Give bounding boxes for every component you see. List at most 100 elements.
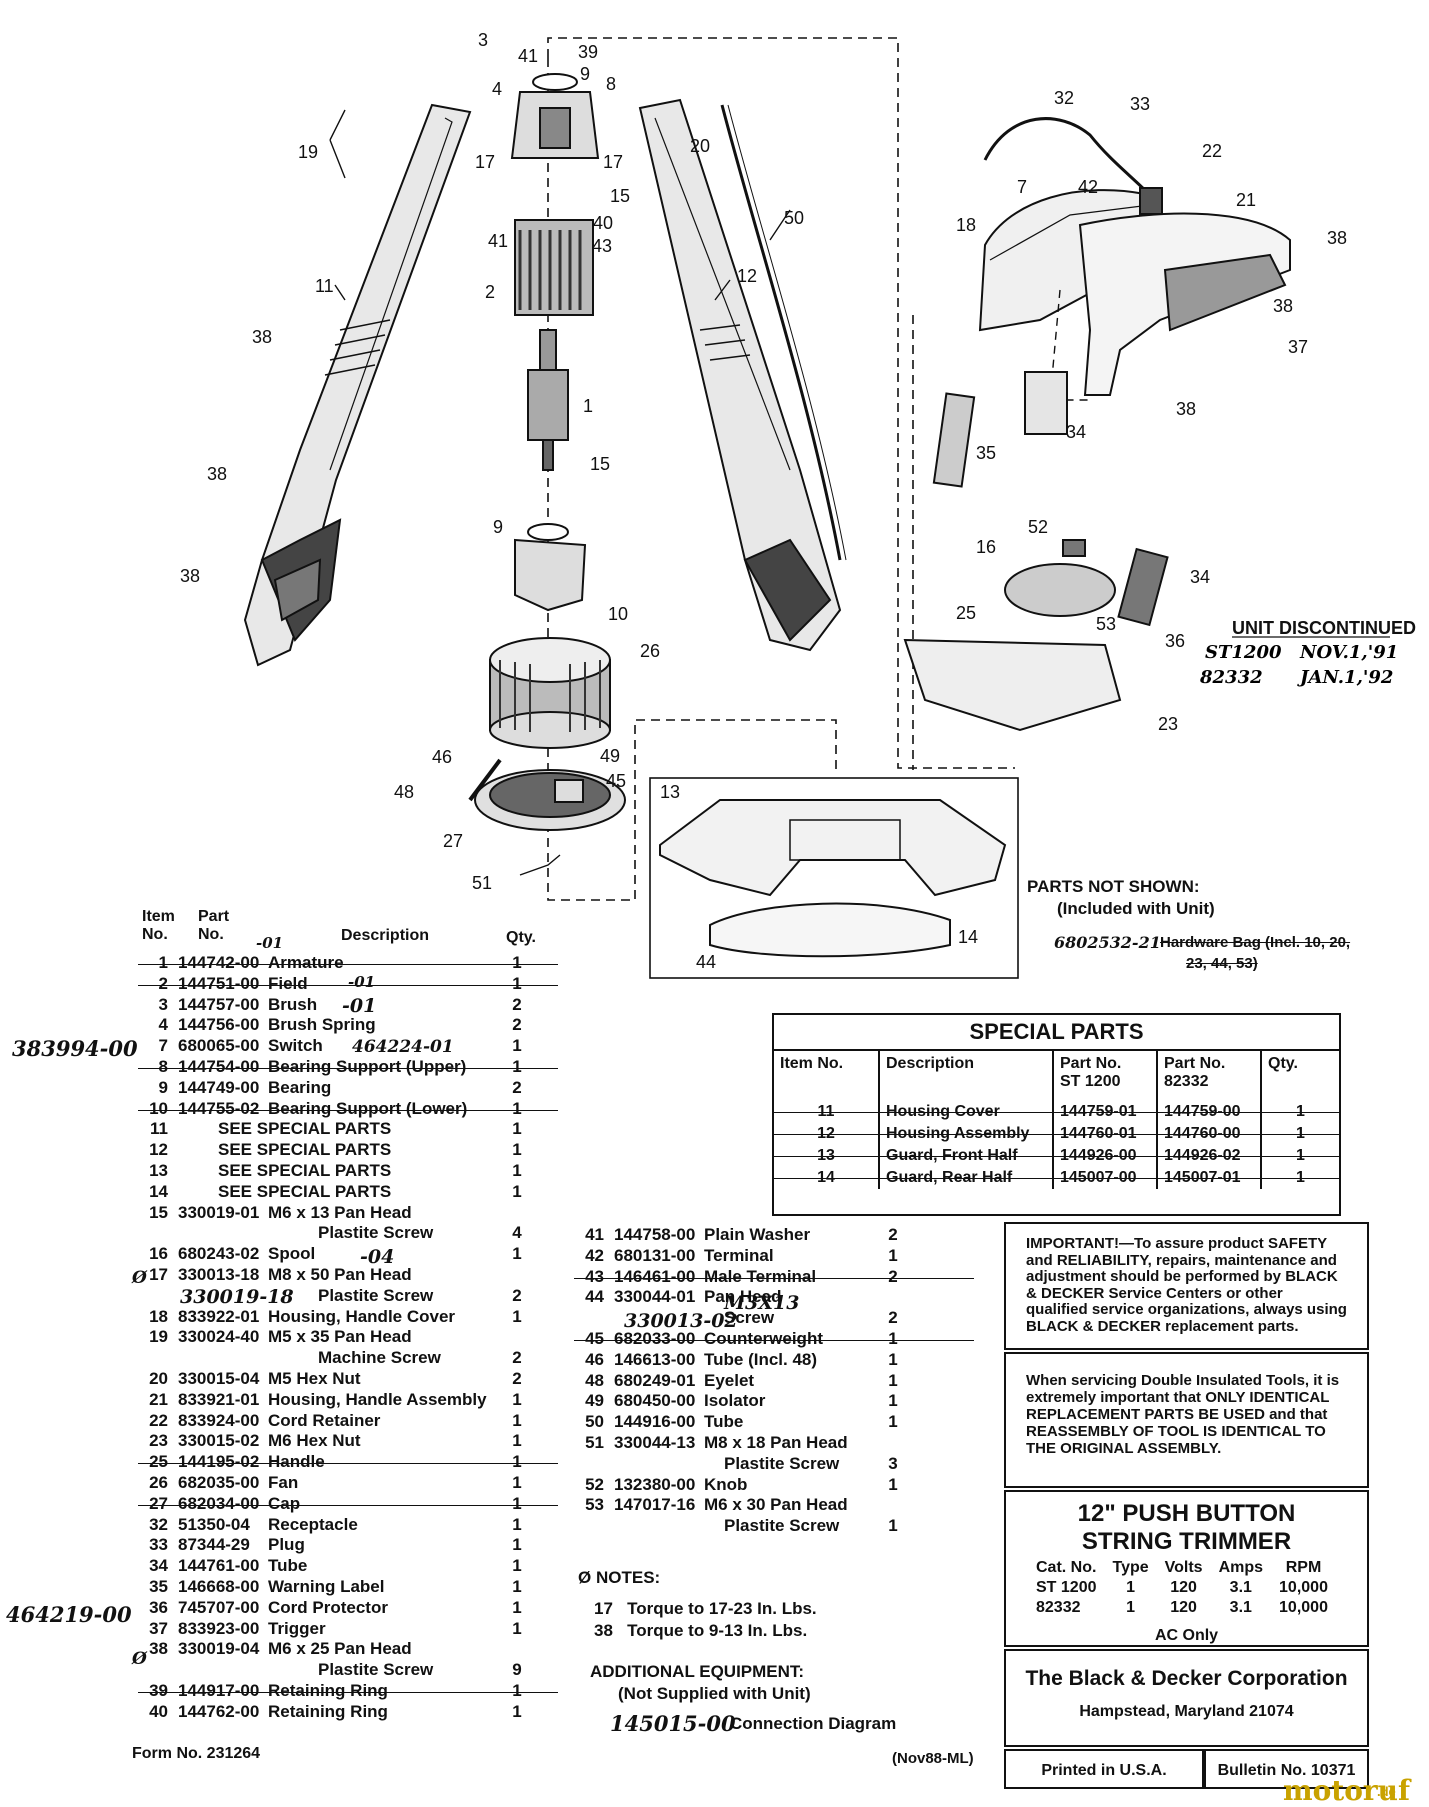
part-description: Armature bbox=[268, 953, 344, 972]
part-row: 38 330019-04 M6 x 25 Pan Head bbox=[138, 1639, 558, 1660]
part-item-no: 37 bbox=[149, 1618, 168, 1638]
part-description: M6 x 25 Pan Head bbox=[268, 1639, 412, 1659]
special-cell-qty: 1 bbox=[1260, 1123, 1340, 1145]
part-number: 144762-00 bbox=[178, 1701, 260, 1721]
discontinued-date-1: NOV.1,'91 bbox=[1299, 642, 1398, 663]
part-number: 144758-00 bbox=[614, 1225, 696, 1244]
callout: 38 bbox=[180, 566, 200, 586]
callout: 34 bbox=[1066, 422, 1086, 442]
handwritten-h11: M3X13 bbox=[724, 1292, 800, 1314]
callout: 15 bbox=[590, 454, 610, 474]
special-col-part-st1200: Part No. ST 1200 bbox=[1052, 1051, 1157, 1101]
special-cell-p2: 145007-01 bbox=[1156, 1167, 1261, 1189]
plug-33 bbox=[1139, 187, 1163, 215]
part-item-no: 43 bbox=[585, 1266, 604, 1286]
part-item-no: 50 bbox=[585, 1412, 604, 1432]
spec-cell: 10,000 bbox=[1279, 1599, 1328, 1616]
part-number: 682033-00 bbox=[614, 1328, 696, 1348]
notes-title: Ø NOTES: bbox=[578, 1568, 660, 1588]
callout: 1 bbox=[583, 396, 593, 416]
callout: 19 bbox=[298, 142, 318, 162]
part-qty: 1 bbox=[512, 1098, 522, 1118]
part-item-no: 38 bbox=[149, 1639, 168, 1659]
handwritten-h6: -04 bbox=[360, 1246, 395, 1268]
part-item-no: 11 bbox=[150, 1119, 168, 1139]
part-description: Cord Retainer bbox=[268, 1410, 381, 1430]
part-description: Tube (Incl. 48) bbox=[704, 1349, 818, 1369]
part-item-no: 21 bbox=[149, 1389, 168, 1409]
part-item-no: 41 bbox=[585, 1225, 604, 1244]
part-number: 330019-04 bbox=[178, 1639, 260, 1659]
additional-equipment-subtitle: (Not Supplied with Unit) bbox=[618, 1684, 811, 1703]
guard-rear-half-14 bbox=[709, 902, 951, 958]
callout: 2 bbox=[485, 282, 495, 302]
part-qty: 1 bbox=[512, 1160, 522, 1180]
part-item-no: 2 bbox=[158, 973, 168, 993]
additional-equipment-item: Connection Diagram bbox=[730, 1714, 897, 1733]
note-17-item: 17 bbox=[594, 1599, 613, 1618]
part-number: 833922-01 bbox=[178, 1306, 260, 1326]
part-number: 330015-04 bbox=[178, 1368, 260, 1388]
part-description: SEE SPECIAL PARTS bbox=[218, 1181, 392, 1201]
additional-equipment-title: ADDITIONAL EQUIPMENT: bbox=[590, 1662, 805, 1681]
part-qty: 1 bbox=[888, 1516, 898, 1536]
part-description: Plug bbox=[268, 1535, 305, 1555]
part-item-no: 44 bbox=[585, 1287, 604, 1307]
product-title: 12" PUSH BUTTON STRING TRIMMER bbox=[1006, 1500, 1367, 1556]
part-item-no: 48 bbox=[585, 1370, 604, 1390]
callout: 14 bbox=[958, 927, 978, 947]
product-box: 12" PUSH BUTTON STRING TRIMMER Cat. No.T… bbox=[1004, 1490, 1369, 1647]
callout: 17 bbox=[603, 152, 623, 172]
callout: 39 bbox=[578, 42, 598, 62]
part-item-no: 9 bbox=[158, 1077, 168, 1097]
spec-header: RPM bbox=[1285, 1559, 1322, 1576]
part-item-no: 35 bbox=[149, 1576, 168, 1596]
cord-32-33 bbox=[983, 117, 1152, 197]
callout: 4 bbox=[492, 79, 502, 99]
part-number: 680450-00 bbox=[614, 1391, 696, 1411]
ac-only: AC Only bbox=[1154, 1627, 1219, 1644]
special-cell-desc: Guard, Rear Half bbox=[878, 1167, 1053, 1189]
part-description: M5 Hex Nut bbox=[268, 1368, 361, 1388]
company-box: The Black & Decker Corporation Hampstead… bbox=[1004, 1649, 1369, 1747]
special-cell-desc: Guard, Front Half bbox=[878, 1145, 1053, 1167]
part-qty: 2 bbox=[512, 1368, 522, 1388]
bulletin-no: Bulletin No. 10371 bbox=[1204, 1749, 1369, 1789]
watermark-tld: .de bbox=[1377, 1784, 1396, 1799]
part-number: 833921-01 bbox=[178, 1389, 260, 1409]
warning-label-35 bbox=[932, 392, 976, 488]
part-number: 330024-40 bbox=[178, 1327, 260, 1347]
header-item-no: Item No. bbox=[142, 908, 175, 943]
callout: 21 bbox=[1236, 190, 1256, 210]
cap-27 bbox=[474, 769, 626, 831]
header-qty: Qty. bbox=[506, 929, 536, 946]
part-number: 680065-00 bbox=[178, 1036, 260, 1056]
product-title-line2: STRING TRIMMER bbox=[1081, 1528, 1292, 1555]
part-description: Switch bbox=[268, 1036, 323, 1056]
part-qty: 1 bbox=[512, 1306, 522, 1326]
knob-52 bbox=[1062, 539, 1086, 557]
note-38: 38 Torque to 9-13 In. Lbs. bbox=[594, 1621, 807, 1641]
discontinued-date-2: JAN.1,'92 bbox=[1297, 667, 1393, 688]
part-number: 330019-01 bbox=[178, 1202, 260, 1222]
